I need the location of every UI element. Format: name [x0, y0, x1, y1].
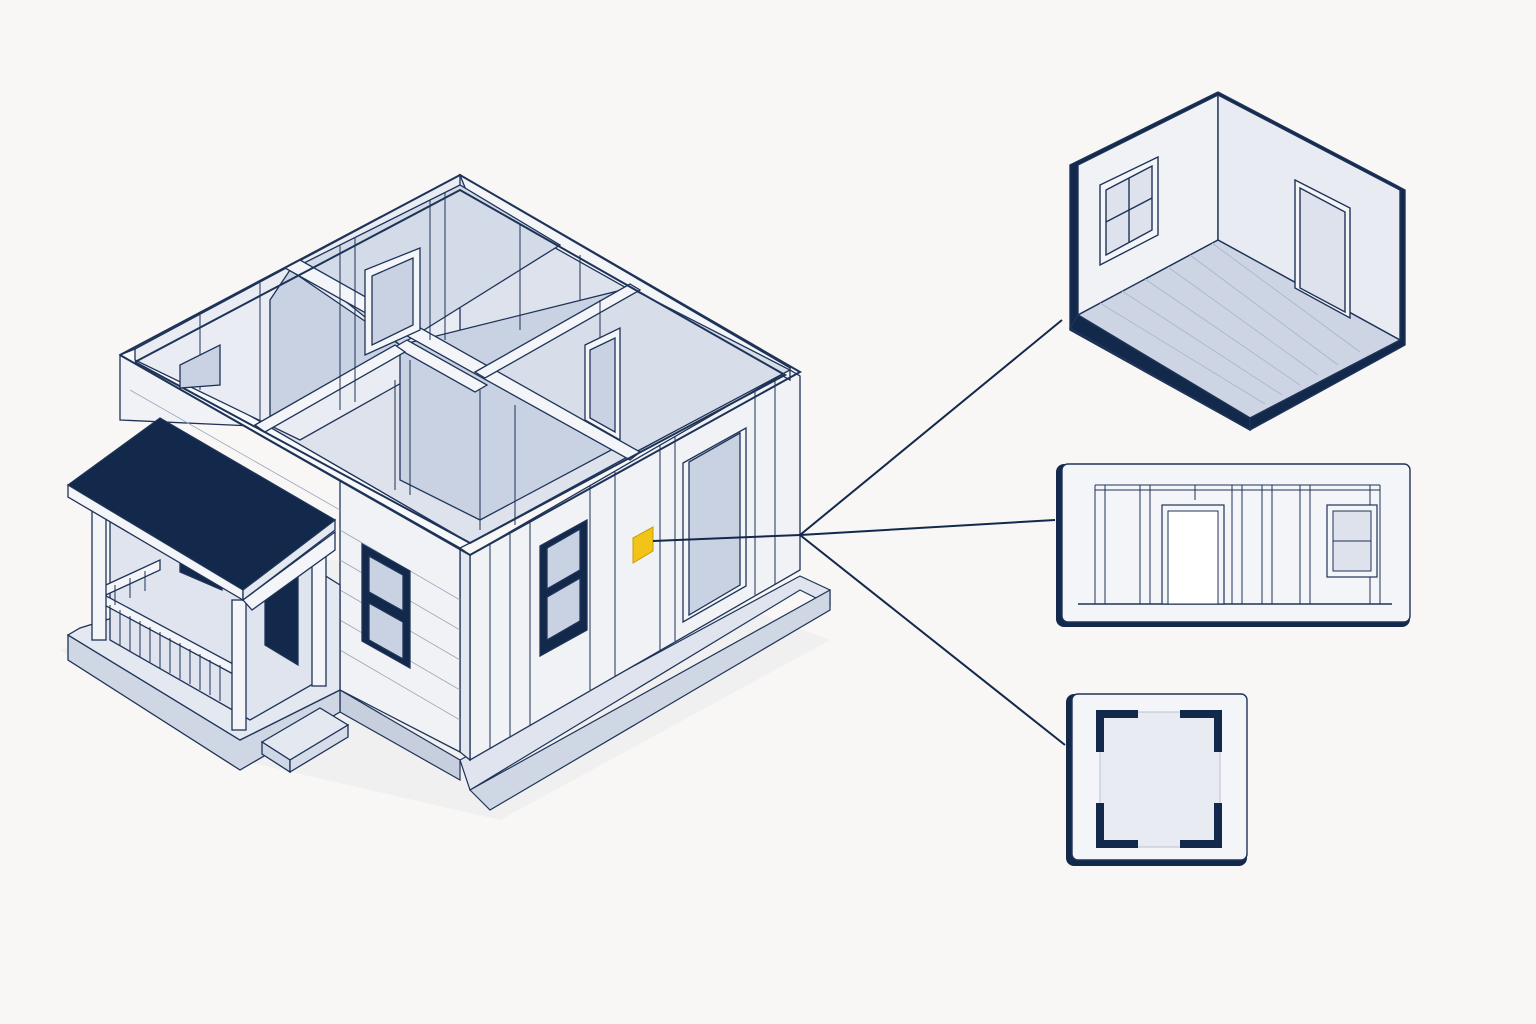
interior-rooms: [119, 173, 803, 557]
foundation: [339, 575, 831, 811]
callout-line-floorplan: [799, 534, 1066, 746]
floor-plan-detail[interactable]: [1066, 693, 1248, 866]
front-porch: [66, 509, 350, 774]
highlight-square-marker[interactable]: [632, 526, 654, 564]
wall-elevation-detail[interactable]: [1056, 463, 1411, 627]
callout-line-room: [799, 319, 1063, 536]
callout-line-marker: [652, 534, 801, 542]
main-house-front-wall: [459, 369, 801, 762]
room-isometric-detail[interactable]: [1069, 91, 1406, 432]
callout-line-elevation: [799, 519, 1056, 536]
callout-lines: [652, 319, 1066, 746]
porch-roof: [66, 417, 337, 611]
